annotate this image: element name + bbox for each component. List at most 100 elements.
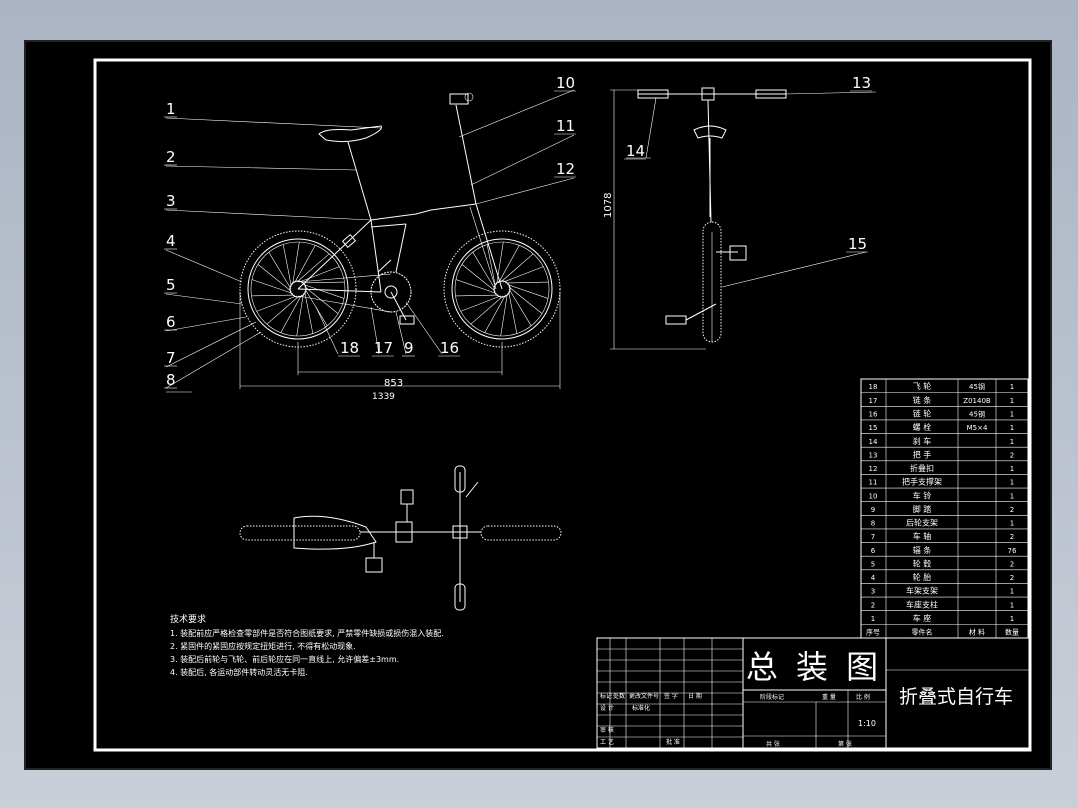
bom-no: 4 — [871, 574, 876, 582]
balloon-9: 9 — [404, 339, 414, 357]
balloon-14: 14 — [626, 142, 645, 160]
bom-no: 16 — [869, 410, 878, 418]
bom-qty: 1 — [1010, 479, 1014, 487]
bom-no: 15 — [869, 424, 878, 432]
bom-name: 轮 胎 — [913, 572, 932, 582]
bom-qty: 2 — [1010, 574, 1014, 582]
pedal — [399, 315, 415, 325]
bom-header-no: 序号 — [866, 628, 880, 637]
bom-qty: 1 — [1010, 383, 1014, 391]
dim-height: 1078 — [603, 193, 614, 218]
bom-no: 10 — [869, 492, 878, 500]
balloon-12: 12 — [556, 160, 575, 178]
bom-name: 折叠扣 — [910, 463, 934, 473]
svg-text:处数: 处数 — [613, 692, 625, 700]
bom-no: 1 — [871, 615, 875, 623]
bom-name: 轮 毂 — [913, 558, 932, 568]
bom-qty: 2 — [1010, 451, 1014, 459]
bom-no: 2 — [871, 601, 875, 609]
svg-text:1. 装配前应严格检查零部件是否符合图纸要求, 严禁零件缺损: 1. 装配前应严格检查零部件是否符合图纸要求, 严禁零件缺损或损伤混入装配. — [170, 628, 444, 638]
scale-value: 1:10 — [858, 719, 876, 728]
bom-name: 车座支柱 — [906, 599, 938, 609]
balloon-18: 18 — [340, 339, 359, 357]
bom-name: 刹 车 — [913, 436, 932, 446]
svg-text:2. 紧固件的紧固应按规定扭矩进行, 不得有松动现象.: 2. 紧固件的紧固应按规定扭矩进行, 不得有松动现象. — [170, 641, 356, 651]
bom-no: 3 — [871, 588, 875, 596]
bom-header-mat: 材 料 — [969, 628, 985, 637]
svg-text:标准化: 标准化 — [632, 704, 650, 712]
front-rim — [451, 238, 553, 340]
balloon-6: 6 — [166, 313, 176, 331]
bom-name: 车架支架 — [906, 586, 938, 596]
bell — [449, 93, 469, 105]
bom-name: 车 轴 — [913, 531, 932, 541]
svg-text:批 准: 批 准 — [666, 738, 680, 746]
svg-text:工 艺: 工 艺 — [600, 738, 614, 746]
bom-no: 9 — [871, 506, 875, 514]
handlebar-stem — [455, 104, 477, 205]
svg-text:审 核: 审 核 — [600, 726, 614, 734]
top-tube — [370, 203, 477, 221]
drawing-title: 总 装 图 — [746, 648, 882, 686]
saddle-front — [693, 125, 727, 139]
bom-name: 飞 轮 — [913, 381, 932, 391]
balloon-7: 7 — [166, 349, 176, 367]
leader-lines — [165, 89, 575, 393]
svg-text:签 字: 签 字 — [664, 692, 678, 700]
bom-qty: 2 — [1010, 506, 1014, 514]
bom-qty: 1 — [1010, 438, 1014, 446]
balloon-4: 4 — [166, 232, 176, 250]
bom-name: 把 手 — [913, 449, 932, 459]
bom-name: 车 铃 — [913, 490, 932, 500]
bom-qty: 1 — [1010, 492, 1014, 500]
product-name: 折叠式自行车 — [899, 686, 1013, 708]
svg-text:标记: 标记 — [600, 692, 612, 700]
bom-name: 辐 条 — [913, 545, 932, 555]
dim-length: 1339 — [372, 392, 395, 402]
bom-no: 8 — [871, 520, 875, 528]
rear-rim — [247, 238, 349, 340]
front-spokes — [455, 241, 549, 337]
bom-material: M5×4 — [967, 424, 988, 432]
rear-tire-top — [239, 525, 361, 541]
bom-no: 13 — [869, 451, 878, 459]
left-grip — [637, 89, 669, 99]
rear-carrier-top — [293, 515, 377, 550]
bom-no: 6 — [871, 547, 876, 555]
dim-wheelbase: 853 — [384, 378, 403, 389]
svg-text:设 计: 设 计 — [600, 704, 614, 712]
front-fork — [475, 203, 503, 290]
svg-text:4. 装配后, 各运动部件转动灵活无卡阻.: 4. 装配后, 各运动部件转动灵活无卡阻. — [170, 667, 308, 677]
balloon-10: 10 — [556, 74, 575, 92]
balloon-16: 16 — [440, 339, 459, 357]
bom-material: 45钢 — [969, 409, 985, 418]
svg-text:日 期: 日 期 — [688, 692, 702, 700]
seat-post — [347, 141, 372, 221]
svg-text:3. 装配后前轮与飞轮、前后轮应在同一直线上, 允许偏差±3: 3. 装配后前轮与飞轮、前后轮应在同一直线上, 允许偏差±3mm. — [170, 654, 399, 664]
drawing-border — [93, 58, 1032, 752]
balloon-2: 2 — [166, 148, 176, 166]
bom-no: 11 — [869, 479, 878, 487]
balloon-13: 13 — [852, 74, 871, 92]
bom-name: 链 条 — [913, 395, 932, 405]
svg-text:比 例: 比 例 — [856, 693, 870, 701]
chain — [297, 273, 392, 283]
bom-header-qty: 数量 — [1005, 628, 1019, 637]
top-view — [239, 465, 562, 611]
bom-qty: 1 — [1010, 615, 1014, 623]
bom-no: 7 — [871, 533, 875, 541]
bom-qty: 1 — [1010, 397, 1014, 405]
bom-name: 把手支撑架 — [902, 477, 942, 487]
svg-text:第 张: 第 张 — [838, 740, 852, 748]
bom-no: 5 — [871, 560, 875, 568]
side-view: 853 1339 — [239, 92, 561, 402]
svg-text:更改文件号: 更改文件号 — [629, 692, 659, 700]
title-block: 标记 处数 更改文件号 签 字 日 期 设 计 标准化 审 核 工 艺 批 准 … — [596, 637, 1030, 749]
bom-qty: 1 — [1010, 520, 1014, 528]
front-tire-top — [480, 525, 562, 541]
svg-text:技术要求: 技术要求 — [170, 613, 206, 625]
bom-qty: 1 — [1010, 410, 1014, 418]
bom-qty: 2 — [1010, 533, 1014, 541]
